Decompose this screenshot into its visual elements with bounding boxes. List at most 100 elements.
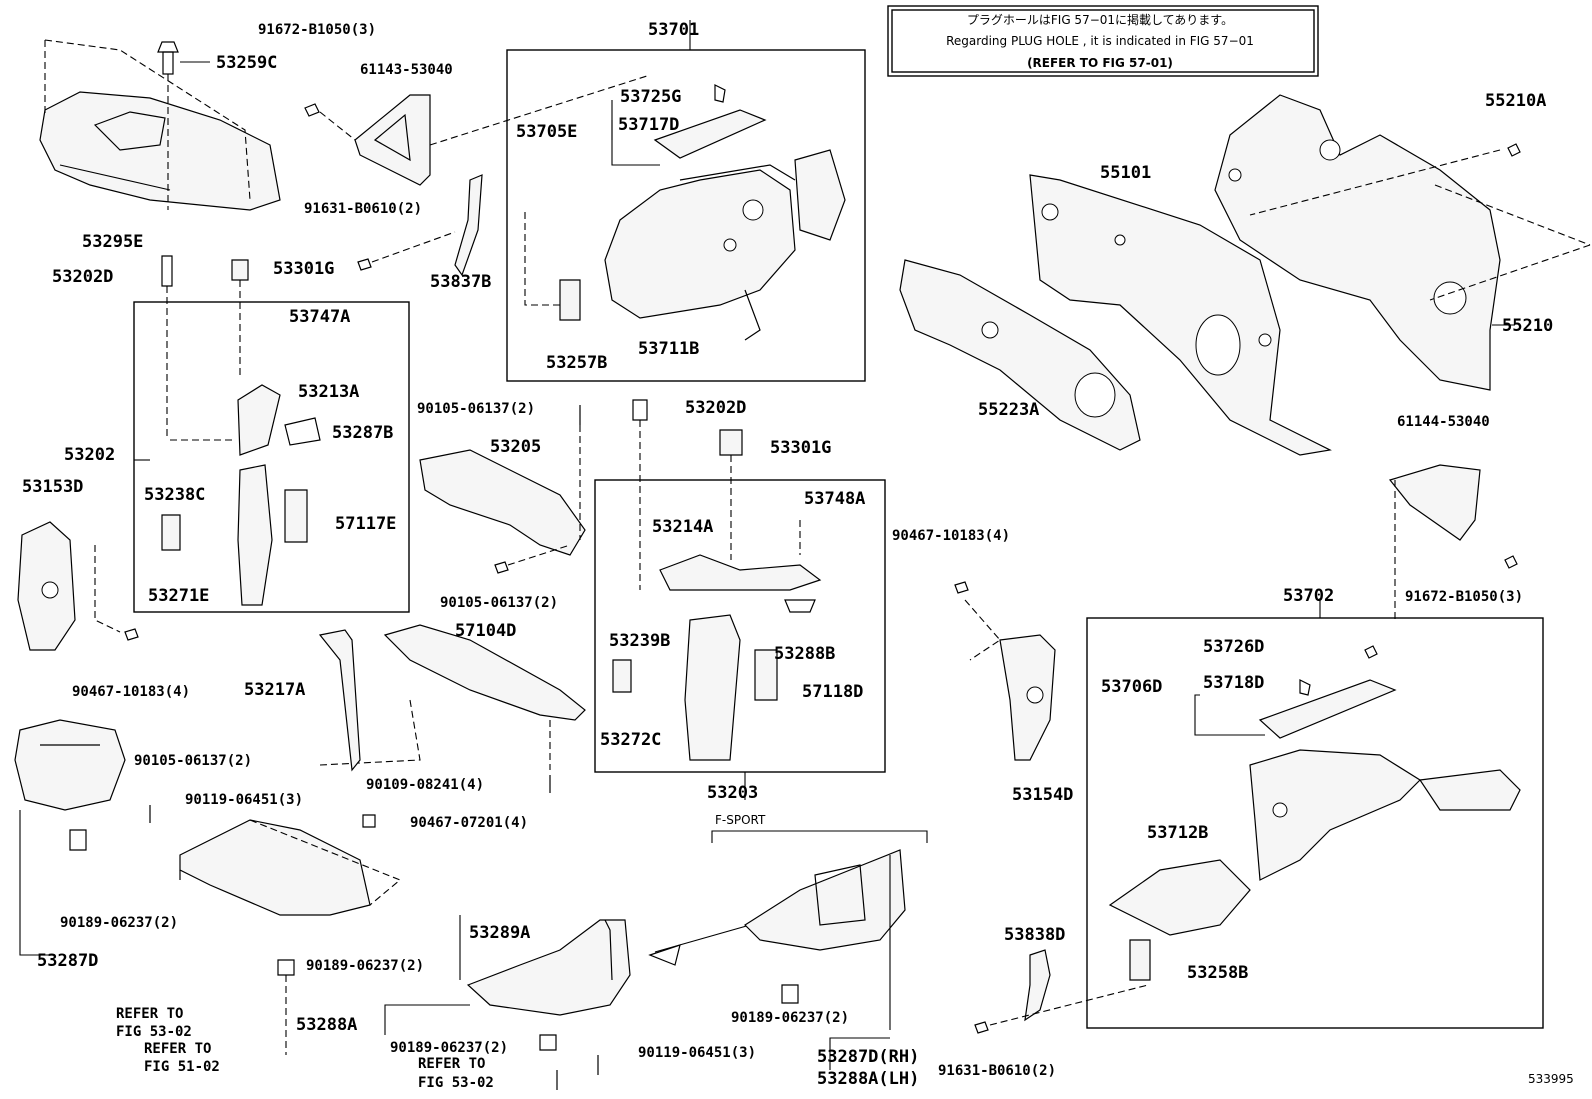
label-53288a-lh: 53288A(LH) [817,1069,919,1089]
label-53217a: 53217A [244,680,305,700]
label-90119-06451: 90119-06451(3) [185,792,303,808]
part-labels: 91672-B1050(3) 53259C 61143-53040 53701 … [22,20,1574,1091]
label-53301g-b: 53301G [770,438,831,458]
label-refer-c2: FIG 53-02 [418,1075,494,1091]
label-refer-a2: FIG 53-02 [116,1024,192,1040]
label-57118d: 57118D [802,682,863,702]
label-55223a: 55223A [978,400,1039,420]
figure-id: 533995 [1528,1072,1574,1086]
label-53838d: 53838D [1004,925,1065,945]
group-frame-53702 [1086,617,1544,1029]
label-91631-b0610-b: 91631-B0610(2) [938,1063,1056,1079]
part-53701-apron [524,84,846,341]
label-53725g: 53725G [620,87,681,107]
label-53271e: 53271E [148,586,209,606]
part-61143-53040-bracket [304,74,651,186]
group-frame-53202 [133,301,410,613]
part-53295e-cover [39,39,281,211]
part-53838d-bracket [974,949,1149,1034]
note-line-jp: プラグホールはFIG 57−01に掲載してあります。 [967,12,1233,27]
label-53259c: 53259C [216,53,277,73]
label-55210: 55210 [1502,316,1553,336]
label-90189-06237-d: 90189-06237(2) [390,1040,508,1056]
label-53706d: 53706D [1101,677,1162,697]
label-53748a: 53748A [804,489,865,509]
label-91672-b1050-b: 91672-B1050(3) [1405,589,1523,605]
part-53702-apron [1108,464,1521,981]
label-53702: 53702 [1283,586,1334,606]
label-53705e: 53705E [516,122,577,142]
part-55210-silencer [1214,94,1591,391]
label-53154d: 53154D [1012,785,1073,805]
part-53203-group [612,399,822,761]
label-57117e: 57117E [335,514,396,534]
label-53239b: 53239B [609,631,670,651]
label-53837b: 53837B [430,272,491,292]
label-90467-07201: 90467-07201(4) [410,815,528,831]
label-53203: 53203 [707,783,758,803]
part-53153d-bracket [17,521,139,651]
label-61144-53040: 61144-53040 [1397,414,1490,430]
part-53154d-bracket [954,581,1056,761]
label-90189-06237-b: 90189-06237(2) [306,958,424,974]
label-53258b: 53258B [1187,963,1248,983]
label-refer-a1: REFER TO [116,1006,183,1022]
label-90109-08241: 90109-08241(4) [366,777,484,793]
label-53205: 53205 [490,437,541,457]
label-53295e: 53295E [82,232,143,252]
label-53287d-rh: 53287D(RH) [817,1047,919,1067]
part-fsport-duct [744,849,906,1030]
part-57104d-member [319,624,586,793]
label-57104d: 57104D [455,621,516,641]
part-53202-support [161,255,321,606]
label-90105-06137: 90105-06137(2) [417,401,535,417]
part-53837b-bracket [357,174,483,277]
label-53288b: 53288B [774,644,835,664]
label-61143-53040: 61143-53040 [360,62,453,78]
reference-note: プラグホールはFIG 57−01に掲載してあります。 Regarding PLU… [887,5,1319,77]
label-53287b: 53287B [332,423,393,443]
label-53238c: 53238C [144,485,205,505]
label-53701: 53701 [648,20,699,40]
part-53287d-duct [14,719,126,956]
fsport-bracket [711,830,928,843]
part-53259c-clip [157,41,210,210]
part-53289a-cover [149,805,402,1055]
label-55210a: 55210A [1485,91,1546,111]
label-53289a: 53289A [469,923,530,943]
part-53217a-bar [318,629,361,772]
label-53747a: 53747A [289,307,350,327]
label-53288a: 53288A [296,1015,357,1035]
label-refer-b1: REFER TO [144,1041,211,1057]
label-53202: 53202 [64,445,115,465]
label-53272c: 53272C [600,730,661,750]
label-53257b: 53257B [546,353,607,373]
label-53202d: 53202D [52,267,113,287]
label-refer-c1: REFER TO [418,1056,485,1072]
part-53205-support [419,405,586,574]
part-55101-dash-panel [1029,174,1332,456]
label-90189-06237: 90189-06237(2) [60,915,178,931]
label-53287d: 53287D [37,951,98,971]
label-53214a: 53214A [652,517,713,537]
label-53213a: 53213A [298,382,359,402]
leader-lines [134,20,1515,1070]
label-fsport: F-SPORT [715,813,766,827]
label-refer-b2: FIG 51-02 [144,1059,220,1075]
label-91672-b1050: 91672-B1050(3) [258,22,376,38]
part-53288a-duct [466,919,751,1090]
label-90189-06237-c: 90189-06237(2) [731,1010,849,1026]
label-53301g: 53301G [273,259,334,279]
label-53718d: 53718D [1203,673,1264,693]
group-frame-53701 [506,49,866,382]
label-91631-b0610: 91631-B0610(2) [304,201,422,217]
label-90105-06137-b: 90105-06137(2) [440,595,558,611]
label-90467-10183-b: 90467-10183(4) [892,528,1010,544]
label-53717d: 53717D [618,115,679,135]
note-line-en: Regarding PLUG HOLE , it is indicated in… [946,34,1254,48]
label-53711b: 53711B [638,339,699,359]
label-53202d-b: 53202D [685,398,746,418]
note-refer-fig: (REFER TO FIG 57-01) [1027,56,1173,70]
label-90467-10183: 90467-10183(4) [72,684,190,700]
